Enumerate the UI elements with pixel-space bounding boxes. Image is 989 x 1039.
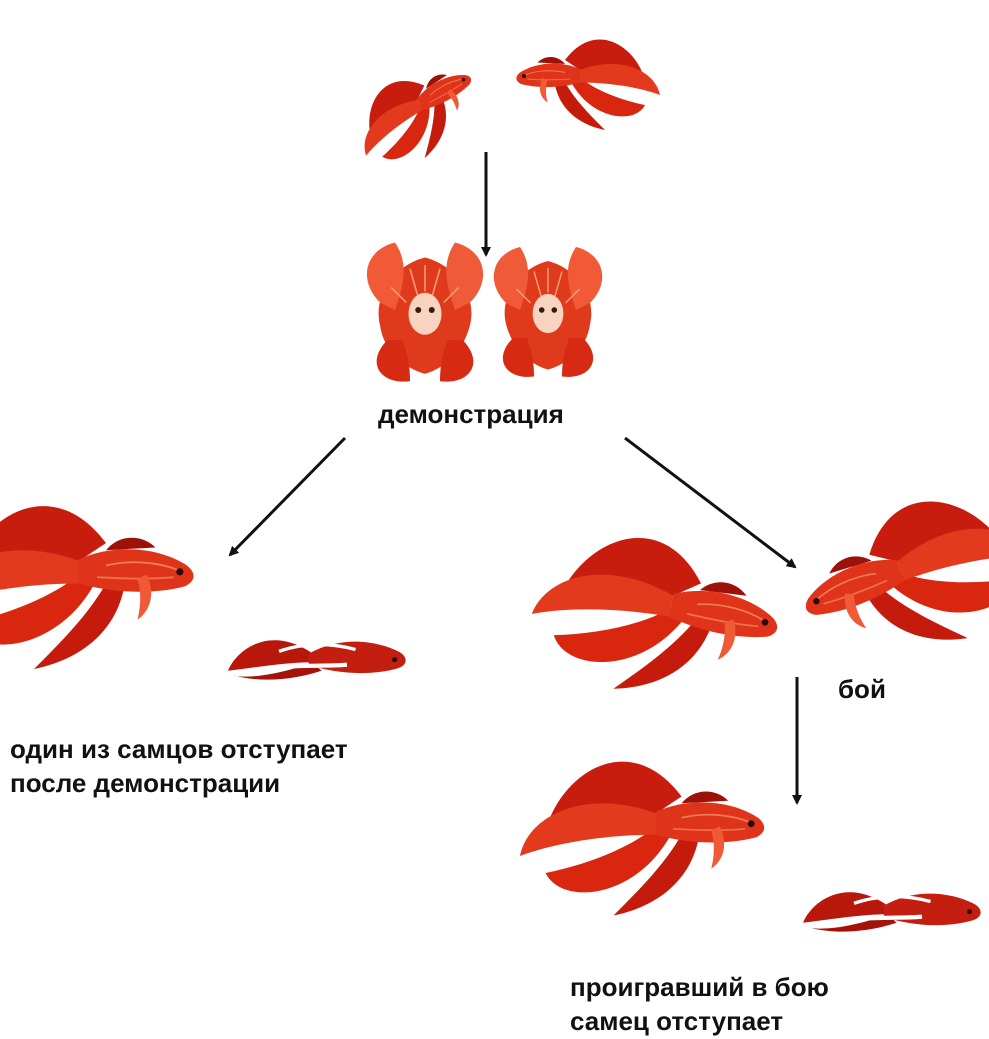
fish-fight-left [521, 521, 788, 715]
fish-final-winner [520, 762, 764, 916]
label-loser-line-1: проигравший в бою [570, 970, 829, 1004]
label-loser-line-2: самец отступает [570, 1004, 829, 1038]
fish-top-left [341, 48, 494, 183]
fish-display-left [367, 243, 483, 382]
label-retreat-line-1: один из самцов отступает [10, 732, 348, 766]
fish-left-retreating [228, 640, 406, 679]
fish-left-winner [0, 506, 194, 669]
label-display: демонстрация [378, 397, 564, 431]
arrow-to-retreat [230, 438, 345, 555]
label-retreat-line-2: после демонстрации [10, 766, 348, 800]
fish-display-right [494, 247, 602, 377]
label-loser-retreats: проигравший в бою самец отступает [570, 970, 829, 1038]
label-fight: бой [838, 672, 886, 706]
label-retreat-after-display: один из самцов отступает после демонстра… [10, 732, 348, 800]
fish-top-right [516, 40, 660, 130]
fish-fight-right [785, 472, 989, 687]
fish-final-retreating [803, 892, 981, 931]
